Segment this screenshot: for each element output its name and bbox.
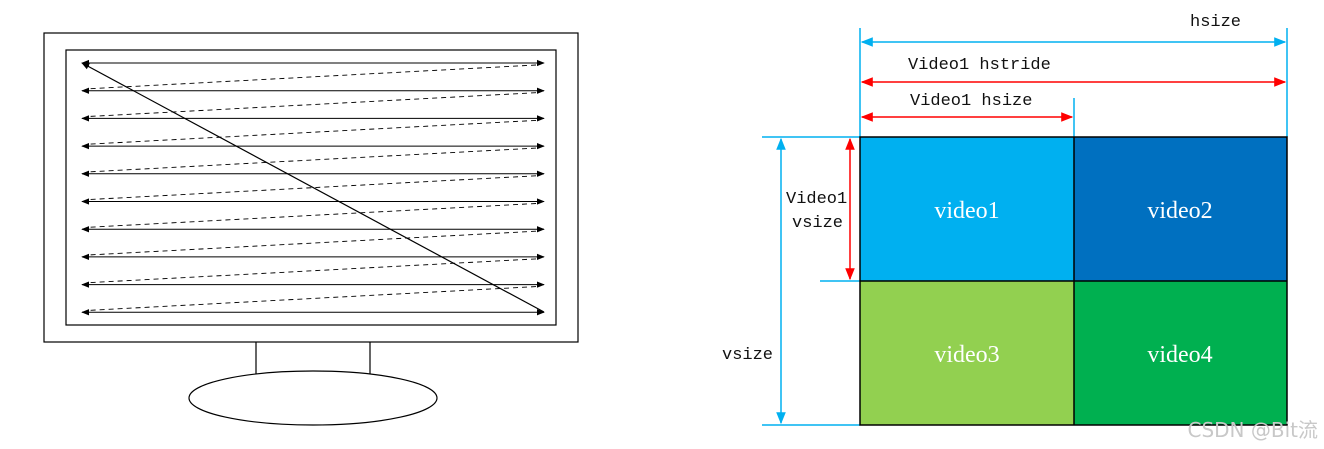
retrace-line (89, 230, 537, 256)
hsize-label: hsize (1190, 13, 1241, 32)
monitor-base (188, 370, 438, 426)
vertical-retrace-line (81, 62, 545, 313)
video1-vsize-label-line1: Video1 (786, 190, 847, 209)
retrace-line (89, 258, 537, 284)
monitor-neck (255, 342, 371, 375)
video-layout-diagram: video1 video2 video3 video4 hsize Video1… (722, 13, 1288, 426)
video1-vsize-label-line2: vsize (792, 214, 843, 233)
video1-hstride-label: Video1 hstride (908, 56, 1051, 75)
cell-video3-label: video3 (934, 342, 999, 368)
cell-video1-label: video1 (934, 198, 999, 224)
cell-video4-label: video4 (1147, 342, 1212, 368)
retrace-line (89, 119, 537, 145)
retrace-line (89, 286, 537, 311)
video1-hsize-label: Video1 hsize (910, 92, 1032, 111)
retrace-line (89, 92, 537, 117)
cell-video4 (1074, 281, 1287, 425)
monitor-illustration (43, 32, 579, 426)
retrace-line (89, 64, 537, 90)
retrace-line (89, 203, 537, 228)
watermark: CSDN @Bit流 (1188, 418, 1319, 442)
cell-video2-label: video2 (1147, 198, 1212, 224)
cell-video2 (1074, 137, 1287, 281)
cell-video1 (860, 137, 1074, 281)
raster-scan-lines (81, 59, 545, 316)
retrace-line (89, 147, 537, 173)
retrace-line (89, 175, 537, 200)
cell-video3 (860, 281, 1074, 425)
vsize-label: vsize (722, 346, 773, 365)
